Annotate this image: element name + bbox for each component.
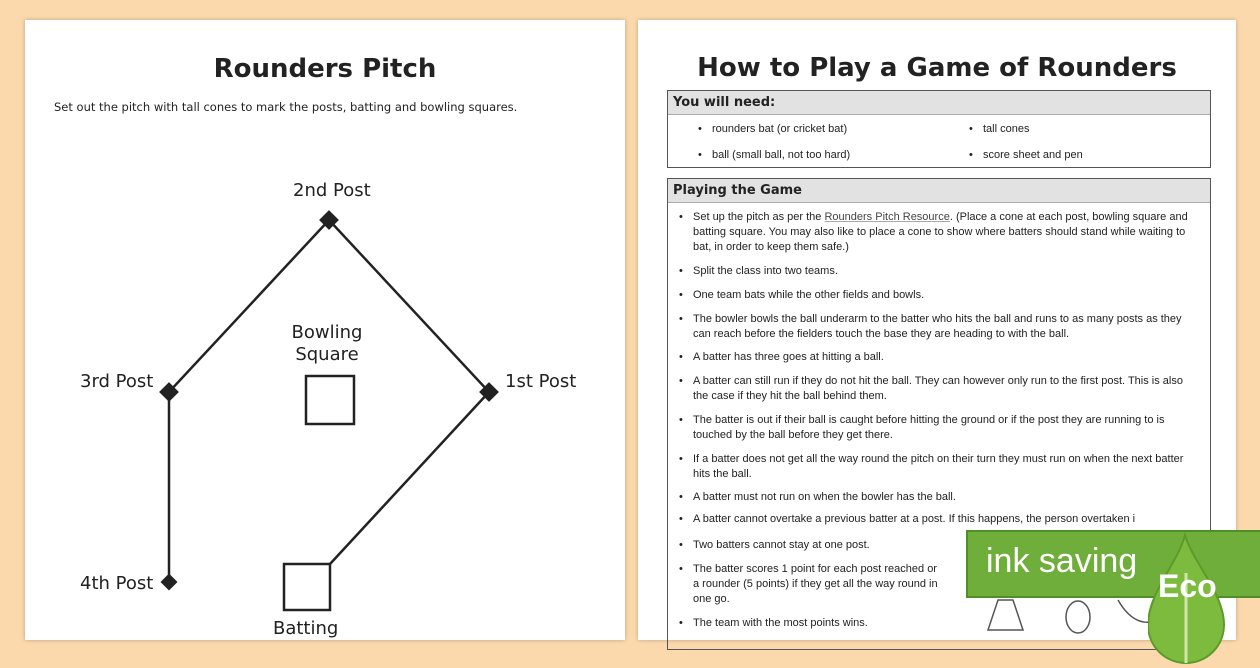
- line-1st-batting: [329, 391, 490, 565]
- rounders-pitch-page: Rounders Pitch Set out the pitch with ta…: [25, 20, 625, 640]
- rule-item: Two batters cannot stay at one post.: [679, 538, 943, 553]
- how-to-play-page: How to Play a Game of Rounders You will …: [638, 20, 1236, 650]
- rule-item: The batter is out if their ball is caugh…: [679, 413, 1198, 443]
- box-heading: You will need:: [668, 91, 1210, 115]
- line-2nd-3rd: [168, 219, 330, 393]
- eco-label: Eco: [1158, 568, 1217, 604]
- rule-item: A batter cannot overtake a previous batt…: [679, 512, 1135, 527]
- post-4-marker: [160, 573, 178, 591]
- rule-item: Set up the pitch as per the Rounders Pit…: [679, 210, 1198, 255]
- label-1st-post: 1st Post: [505, 371, 577, 392]
- label-4th-post: 4th Post: [80, 573, 154, 594]
- label-bowling-square: Bowling Square: [291, 322, 363, 365]
- rule-item: A batter has three goes at hitting a bal…: [679, 350, 1198, 365]
- need-item: score sheet and pen: [969, 148, 1183, 163]
- need-item: tall cones: [969, 122, 1183, 137]
- you-will-need-box: You will need:: [667, 90, 1211, 168]
- rule-text: . (Place a cone at each post, bowling sq…: [693, 211, 1188, 253]
- label-2nd-post: 2nd Post: [293, 180, 371, 201]
- pitch-diagram: [159, 210, 499, 612]
- ink-saving-text: ink saving: [986, 542, 1138, 580]
- rule-item: A batter must not run on when the bowler…: [679, 490, 1198, 505]
- rounders-pitch-link[interactable]: Rounders Pitch Resource: [824, 211, 950, 223]
- rule-item: If a batter does not get all the way rou…: [679, 452, 1198, 482]
- rule-text: Set up the pitch as per the: [693, 211, 825, 223]
- bowling-square: [304, 374, 356, 426]
- post-1-marker: [479, 382, 499, 402]
- rule-item: The batter scores 1 point for each post …: [679, 562, 943, 607]
- rule-item: One team bats while the other fields and…: [679, 288, 1198, 303]
- label-batting: Batting: [273, 618, 339, 639]
- box-heading: Playing the Game: [668, 179, 1210, 203]
- batting-square: [282, 562, 332, 612]
- label-3rd-post: 3rd Post: [80, 371, 154, 392]
- rule-item: The bowler bowls the ball underarm to th…: [679, 312, 1198, 342]
- rule-item: Split the class into two teams.: [679, 264, 1198, 279]
- page-title: How to Play a Game of Rounders: [697, 53, 1177, 83]
- intro-text: Set out the pitch with tall cones to mar…: [54, 100, 518, 114]
- rule-item: A batter can still run if they do not hi…: [679, 374, 1198, 404]
- need-item: ball (small ball, not too hard): [698, 148, 962, 163]
- line-2nd-1st: [328, 219, 490, 393]
- page-title: Rounders Pitch: [213, 54, 437, 84]
- rule-item: The team with the most points wins.: [679, 616, 943, 631]
- need-item: rounders bat (or cricket bat): [698, 122, 962, 137]
- post-2-marker: [319, 210, 339, 230]
- post-3-marker: [159, 382, 179, 402]
